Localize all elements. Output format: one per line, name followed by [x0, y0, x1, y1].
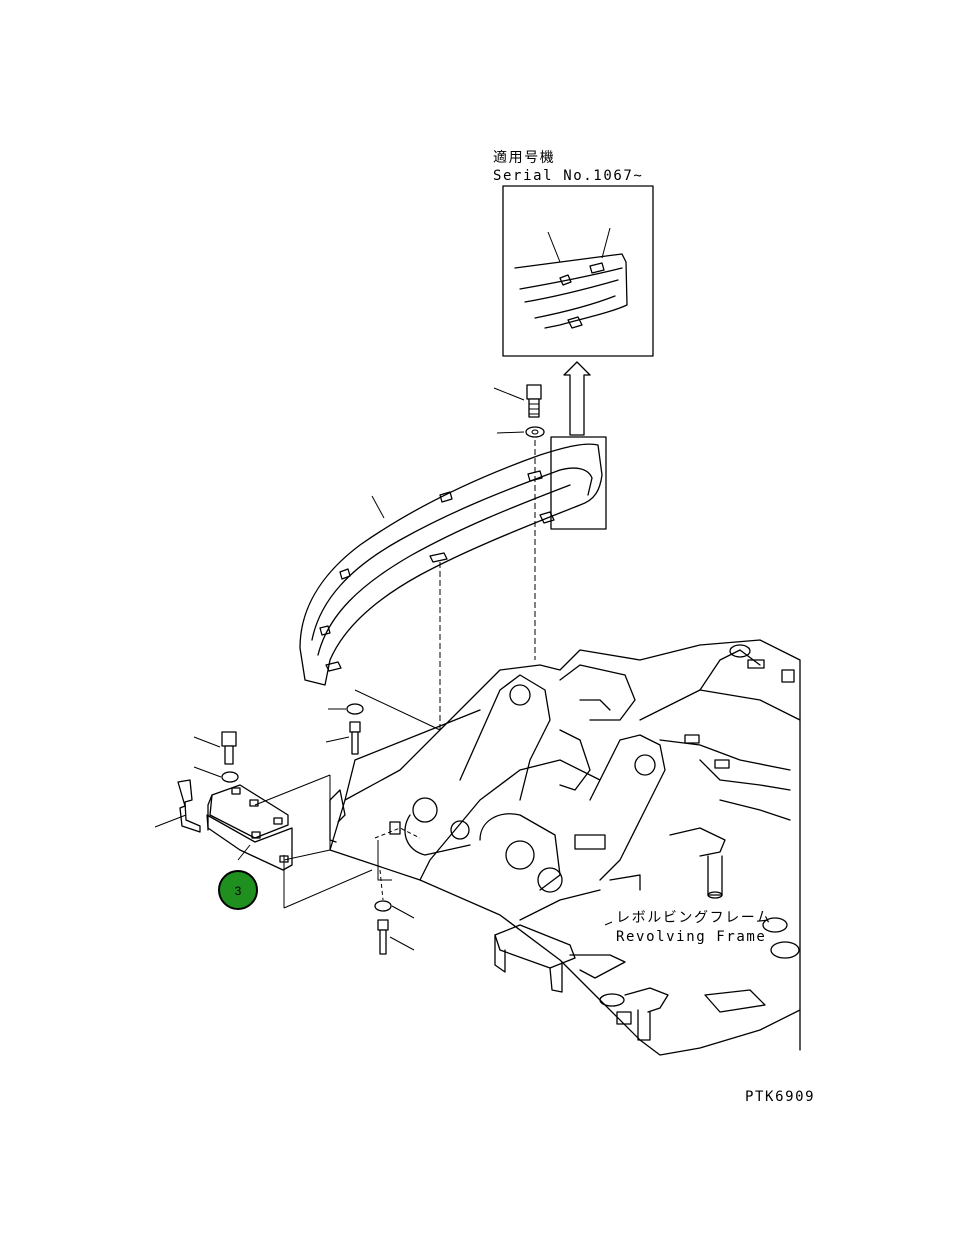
side-cover-assembly — [154, 731, 373, 909]
callout-3-number: 3 — [235, 884, 242, 898]
drawing-code: PTK6909 — [745, 1089, 815, 1105]
frame-label-jp: レボルビングフレーム — [616, 910, 772, 926]
inset-detail-box — [502, 185, 654, 357]
counterweight — [299, 436, 607, 686]
revolving-frame — [329, 639, 801, 1056]
view-arrow — [563, 361, 591, 436]
serial-note-title-jp: 適用号機 — [493, 149, 555, 166]
bolt-mid-left — [325, 689, 441, 755]
bolt-upper — [493, 384, 542, 418]
bolt-lower — [374, 869, 415, 955]
washer-upper — [496, 426, 545, 438]
callout-3-button[interactable]: 3 — [218, 870, 258, 910]
callout-3-badge[interactable] — [218, 870, 258, 910]
serial-note-title-en: Serial No.1067~ — [493, 168, 643, 184]
frame-label-en: Revolving Frame — [616, 929, 766, 945]
